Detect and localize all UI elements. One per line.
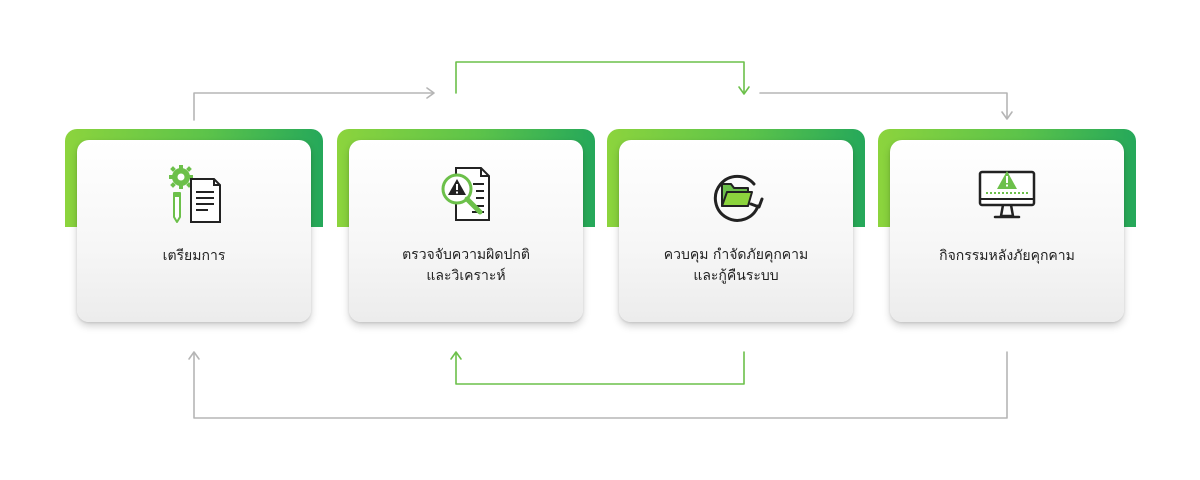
step-card-detection-analysis: ตรวจจับความผิดปกติ และวิเคราะห์ — [337, 129, 595, 325]
step-card-post-incident: กิจกรรมหลังภัยคุกคาม — [878, 129, 1136, 325]
step-label: เตรียมการ — [162, 248, 226, 264]
monitor-warning-icon — [978, 170, 1036, 219]
arrowhead-right-icon — [426, 87, 435, 99]
arrow-step3-to-step4 — [759, 92, 1008, 119]
arrowhead-up-icon — [188, 351, 200, 360]
arrow-step2-to-step3 — [455, 61, 745, 94]
arrow-step4-to-step1 — [193, 351, 1008, 419]
arrow-step3-to-step2 — [455, 351, 745, 385]
arrowhead-down-icon — [1001, 111, 1013, 120]
arrowhead-up-icon — [450, 351, 462, 360]
card-body: กิจกรรมหลังภัยคุกคาม — [890, 140, 1124, 322]
card-body: เตรียมการ — [77, 140, 311, 322]
step-card-containment-recovery: ควบคุม กำจัดภัยคุกคาม และกู้คืนระบบ — [607, 129, 865, 325]
gear-document-pencil-icon — [169, 165, 221, 223]
step-label: ตรวจจับความผิดปกติ และวิเคราะห์ — [402, 247, 530, 284]
arrow-step1-to-step2 — [193, 92, 434, 121]
arrowhead-down-icon — [738, 86, 750, 95]
step-label: กิจกรรมหลังภัยคุกคาม — [939, 248, 1075, 264]
magnifier-warning-document-icon — [441, 167, 490, 221]
folder-recovery-icon — [713, 174, 764, 222]
card-body: ควบคุม กำจัดภัยคุกคาม และกู้คืนระบบ — [619, 140, 853, 322]
card-body: ตรวจจับความผิดปกติ และวิเคราะห์ — [349, 140, 583, 322]
step-card-preparation: เตรียมการ — [65, 129, 323, 325]
step-label: ควบคุม กำจัดภัยคุกคาม และกู้คืนระบบ — [663, 247, 809, 284]
